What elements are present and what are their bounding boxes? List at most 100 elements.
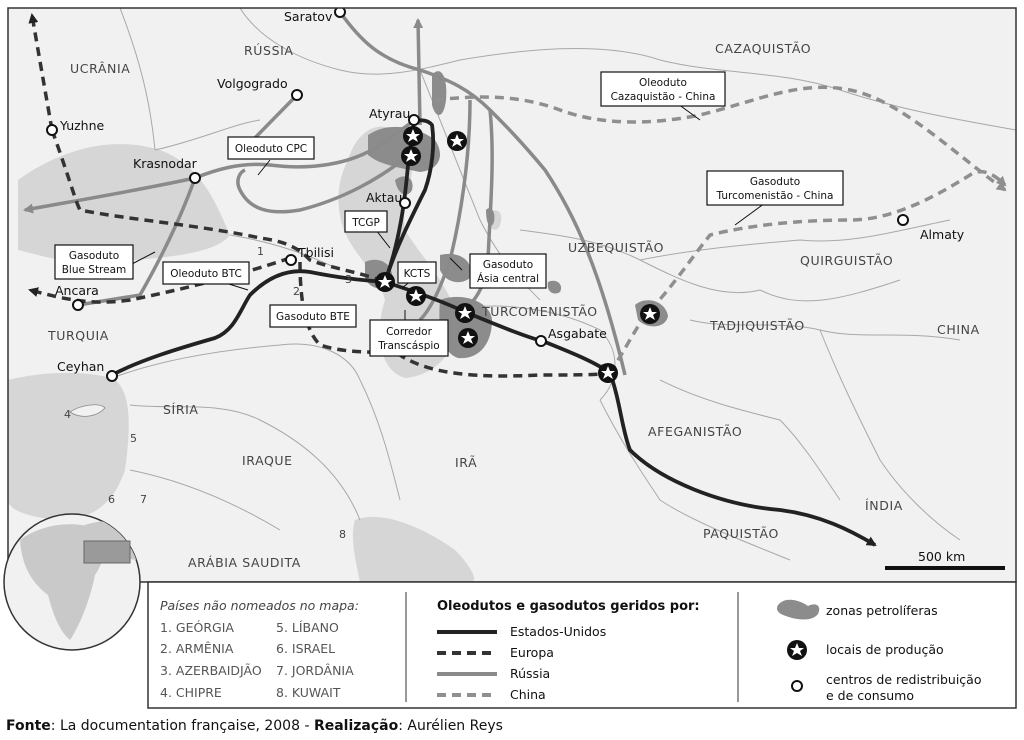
pipeline-russia-east [463, 109, 494, 312]
city-label-ancara: Ancara [55, 283, 99, 298]
callout-blue-stream-line2: Blue Stream [62, 264, 127, 276]
city-marker-asgabate [535, 335, 547, 347]
legend-unnamed-6: 6. ISRAEL [276, 641, 335, 656]
pipeline-callouts: Oleoduto CPC Oleoduto Cazaquistão - Chin… [54, 71, 844, 357]
production-star-icon [447, 131, 467, 151]
callout-turkmen-china-line2: Turcomenistão - China [716, 190, 834, 202]
legend-manager-usa: Estados-Unidos [510, 624, 606, 639]
city-marker-almaty [897, 214, 909, 226]
source-credit: Fonte: La documentation française, 2008 … [6, 718, 503, 734]
map-number-5: 5 [130, 432, 137, 445]
legend-unnamed-1: 1. GEÓRGIA [160, 620, 234, 635]
map-number-3: 3 [345, 273, 352, 286]
callout-kcts: KCTS [397, 261, 437, 284]
callout-transcaspio-line2: Transcáspio [377, 340, 439, 352]
country-label-ira: IRÃ [455, 455, 477, 470]
production-star-icon [458, 328, 478, 348]
city-label-volgogrado: Volgogrado [217, 76, 288, 91]
legend-unnamed-2: 2. ARMÊNIA [160, 641, 234, 656]
callout-turkmen-china-line1: Gasoduto [750, 176, 800, 188]
globe-inset [3, 513, 141, 651]
country-label-china: CHINA [937, 322, 980, 337]
legend-unnamed-title: Países não nomeados no mapa: [160, 598, 359, 613]
map-number-6: 6 [108, 493, 115, 506]
production-star-icon [406, 286, 426, 306]
production-sites [375, 126, 660, 383]
legend-centers-line2: e de consumo [826, 688, 914, 703]
callout-asia-central-line1: Gasoduto [483, 259, 533, 271]
pipeline-china-turkmen [608, 169, 1007, 374]
city-label-atyrau: Atyrau [369, 106, 410, 121]
callout-cpc-text: Oleoduto CPC [235, 143, 307, 155]
pipeline-russia-saratov [338, 10, 627, 376]
legend-production-star-icon [787, 640, 807, 660]
legend-pipelines-title: Oleodutos e gasodutos geridos por: [437, 599, 700, 614]
production-star-icon [455, 303, 475, 323]
country-label-uzbequistao: UZBEQUISTÃO [568, 240, 664, 255]
scale-label: 500 km [918, 549, 965, 564]
pipeline-russia-cpc [23, 118, 417, 214]
production-star-icon [375, 272, 395, 292]
map-number-8: 8 [339, 528, 346, 541]
pipeline-usa-kcts [383, 118, 436, 283]
legend-box [147, 581, 1017, 709]
city-marker-aktau [399, 197, 411, 209]
country-label-cazaquistao: CAZAQUISTÃO [715, 41, 811, 56]
city-label-almaty: Almaty [920, 227, 965, 242]
pipeline-china-kazakh [434, 85, 1007, 192]
callout-asia-central: Gasoduto Ásia central [469, 253, 547, 289]
map-number-4: 4 [64, 408, 71, 421]
persian-gulf [352, 516, 475, 582]
legend-production-sites: locais de produção [826, 642, 944, 657]
callout-btc: Oleoduto BTC [162, 261, 250, 285]
city-label-krasnodar: Krasnodar [133, 156, 198, 171]
scale-bar: 500 km [885, 549, 1005, 570]
city-marker-ancara [72, 299, 84, 311]
production-star-icon [640, 304, 660, 324]
country-label-quirguistao: QUIRGUISTÃO [800, 253, 893, 268]
callout-kazakh-china: Oleoduto Cazaquistão - China [600, 71, 726, 107]
legend-unnamed-7: 7. JORDÂNIA [276, 663, 354, 678]
country-label-paquistao: PAQUISTÃO [703, 526, 779, 541]
pipeline-europe-yuzhne [28, 13, 54, 131]
callout-blue-stream: Gasoduto Blue Stream [54, 244, 134, 280]
country-label-turcomenistao: TURCOMENISTÃO [481, 304, 598, 319]
production-star-icon [403, 126, 423, 146]
distribution-centers [46, 8, 909, 382]
credit-label: Realização [313, 718, 399, 734]
legend-centers-line1: centros de redistribuição [826, 672, 981, 687]
legend-center-circle-icon [791, 680, 803, 692]
callout-kazakh-china-line1: Oleoduto [639, 77, 687, 89]
credit-text: : Aurélien Reys [398, 718, 503, 734]
country-label-india: ÍNDIA [865, 498, 903, 513]
callout-bte: Gasoduto BTE [269, 304, 357, 328]
pipeline-russia-asia [418, 99, 472, 322]
pipeline-russia-north [413, 18, 424, 126]
legend-oil-zones: zonas petrolíferas [826, 603, 938, 618]
production-star-icon [598, 363, 618, 383]
legend-unnamed-3: 3. AZERBAIDJÃO [160, 663, 262, 678]
callout-kazakh-china-line2: Cazaquistão - China [611, 91, 716, 103]
city-marker-tbilisi [285, 254, 297, 266]
city-marker-volgogrado [291, 89, 303, 101]
globe-highlight-region [83, 540, 131, 564]
legend-manager-europe: Europa [510, 645, 554, 660]
black-sea [18, 144, 230, 263]
city-marker-atyrau [408, 114, 420, 126]
legend-unnamed-5: 5. LÍBANO [276, 620, 339, 635]
callout-transcaspio-line1: Corredor [386, 326, 433, 338]
map-number-2: 2 [293, 285, 300, 298]
country-label-tadjiquistao: TADJIQUISTÃO [709, 318, 805, 333]
callout-turkmen-china: Gasoduto Turcomenistão - China [706, 170, 844, 206]
legend-oil-zone-icon [776, 599, 820, 620]
callout-blue-stream-line1: Gasoduto [69, 250, 119, 262]
country-label-afeganistao: AFEGANISTÃO [648, 424, 742, 439]
pipeline-russia-blue-stream [77, 177, 197, 307]
cyprus [69, 404, 106, 417]
callout-tcgp: TCGP [344, 210, 388, 233]
legend-unnamed-8: 8. KUWAIT [276, 685, 341, 700]
callout-tcgp-text: TCGP [351, 217, 380, 229]
production-star-icon [401, 146, 421, 166]
country-label-iraque: IRAQUE [242, 453, 293, 468]
